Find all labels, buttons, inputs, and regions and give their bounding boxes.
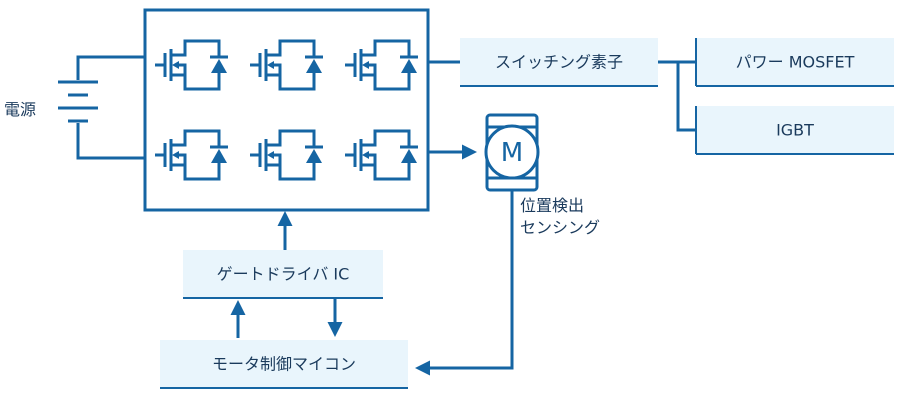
switch-5	[250, 129, 323, 181]
diode-icon	[401, 59, 417, 73]
diode-icon	[306, 149, 322, 163]
motor-label: M	[501, 138, 523, 168]
switch-3	[345, 39, 418, 91]
battery-symbol	[58, 55, 145, 160]
igbt-box: IGBT	[695, 106, 894, 155]
diode-icon	[401, 149, 417, 163]
inverter-frame	[143, 8, 430, 212]
igbt-label: IGBT	[776, 121, 814, 140]
power-mosfet-label: パワー MOSFET	[736, 53, 855, 72]
diode-icon	[211, 149, 227, 163]
switch-2	[250, 39, 323, 91]
sensing-feedback-arrow	[415, 190, 514, 376]
switch-1	[155, 39, 228, 91]
diode-icon	[211, 59, 227, 73]
position-sensing-label-line1: 位置検出	[520, 196, 584, 215]
switch-6	[345, 129, 418, 181]
gate-driver-label: ゲートドライバ IC	[217, 265, 350, 284]
branch-line-bottom	[676, 62, 696, 132]
switching-element-label: スイッチング素子	[495, 53, 623, 72]
motor-mcu-box: モータ制御マイコン	[160, 340, 408, 389]
switch-4	[155, 129, 228, 181]
switch-array	[155, 39, 418, 181]
motor-mcu-label: モータ制御マイコン	[212, 355, 356, 374]
gate-driver-box: ゲートドライバ IC	[183, 250, 383, 299]
power-mosfet-box: パワー MOSFET	[695, 38, 894, 87]
switching-element-box: スイッチング素子	[460, 38, 658, 87]
position-sensing-label-line2: センシング	[520, 218, 600, 237]
motor-symbol: M	[484, 113, 540, 192]
diode-icon	[306, 59, 322, 73]
power-source-label: 電源	[4, 100, 36, 119]
